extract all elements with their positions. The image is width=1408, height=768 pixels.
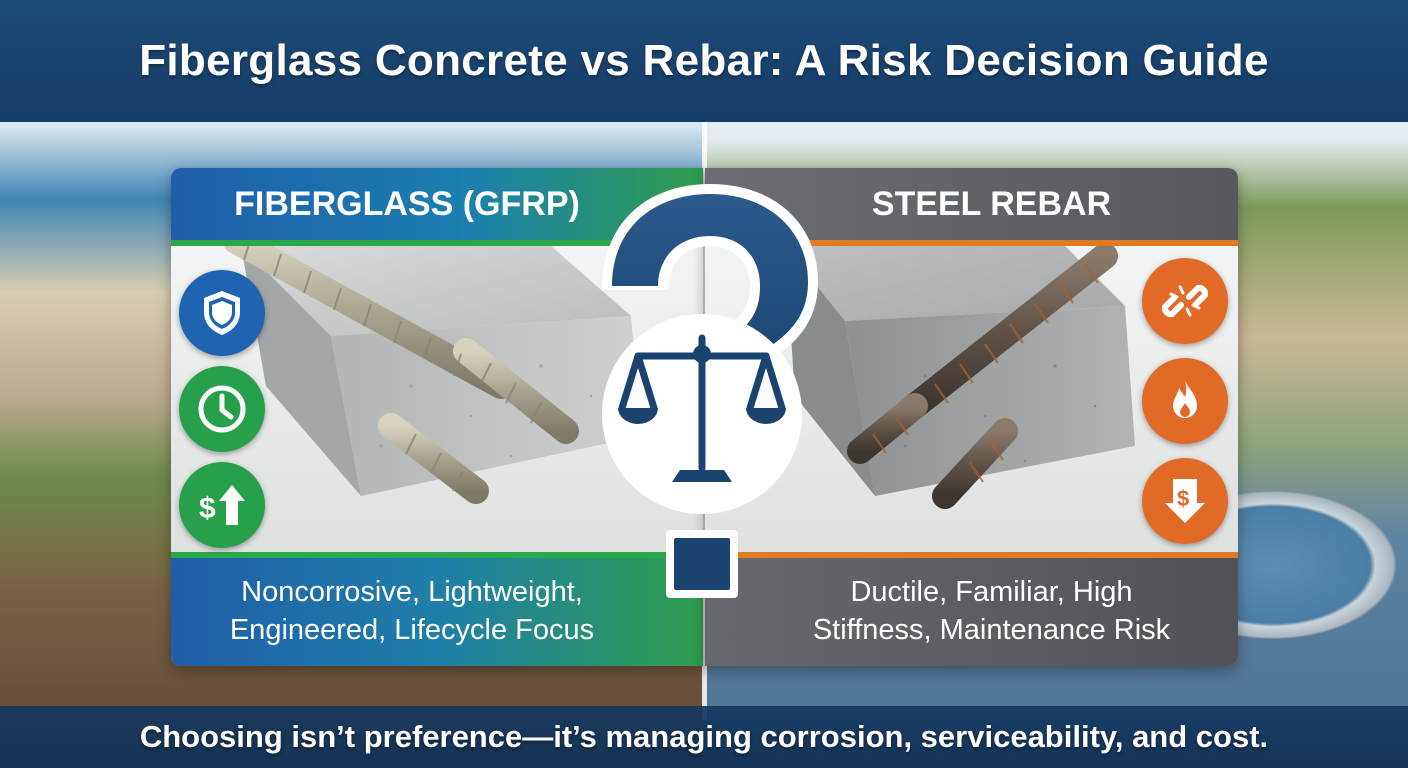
broken-chain-icon (1142, 258, 1228, 344)
clock-icon (179, 366, 265, 452)
tagline-banner: Choosing isn’t preference—it’s managing … (0, 706, 1408, 768)
dollar-up-icon: $ (179, 462, 265, 548)
fiberglass-footer-rule (171, 552, 703, 558)
gfrp-concrete-block-image (224, 246, 641, 504)
fiberglass-attributes-line-2: Engineered, Lifecycle Focus (229, 614, 595, 646)
steel-footer-rule (705, 552, 1238, 558)
fiberglass-panel-header: FIBERGLASS (GFRP) (171, 168, 703, 240)
steel-attributes-line-1: Ductile, Familiar, High (850, 576, 1133, 609)
steel-panel-footer: Ductile, Familiar, High Stiffness, Maint… (705, 558, 1238, 666)
balance-scale-icon (602, 314, 802, 514)
steel-concrete-block-image (785, 246, 1135, 509)
fiberglass-panel-title: FIBERGLASS (GFRP) (234, 184, 580, 223)
fiberglass-panel: FIBERGLASS (GFRP) (171, 168, 703, 666)
steel-title-rule (705, 240, 1238, 246)
svg-text:$: $ (1177, 486, 1189, 511)
dollar-down-icon: $ (1142, 458, 1228, 544)
decision-question-mark (602, 184, 818, 598)
fire-icon (1142, 358, 1228, 444)
tagline-text: Choosing isn’t preference—it’s managing … (139, 719, 1269, 754)
fiberglass-title-rule (171, 240, 703, 246)
question-mark-icon (602, 184, 818, 598)
svg-text:$: $ (199, 492, 216, 525)
header-banner: Fiberglass Concrete vs Rebar: A Risk Dec… (0, 0, 1408, 122)
shield-icon (179, 270, 265, 356)
fiberglass-panel-footer: Noncorrosive, Lightweight, Engineered, L… (171, 558, 703, 666)
steel-rebar-panel: STEEL REBAR (705, 168, 1238, 666)
fiberglass-attributes-line-1: Noncorrosive, Lightweight, (241, 576, 583, 609)
steel-panel-title: STEEL REBAR (871, 184, 1112, 223)
steel-attributes-line-2: Stiffness, Maintenance Risk (812, 614, 1171, 646)
page-title: Fiberglass Concrete vs Rebar: A Risk Dec… (139, 36, 1269, 85)
